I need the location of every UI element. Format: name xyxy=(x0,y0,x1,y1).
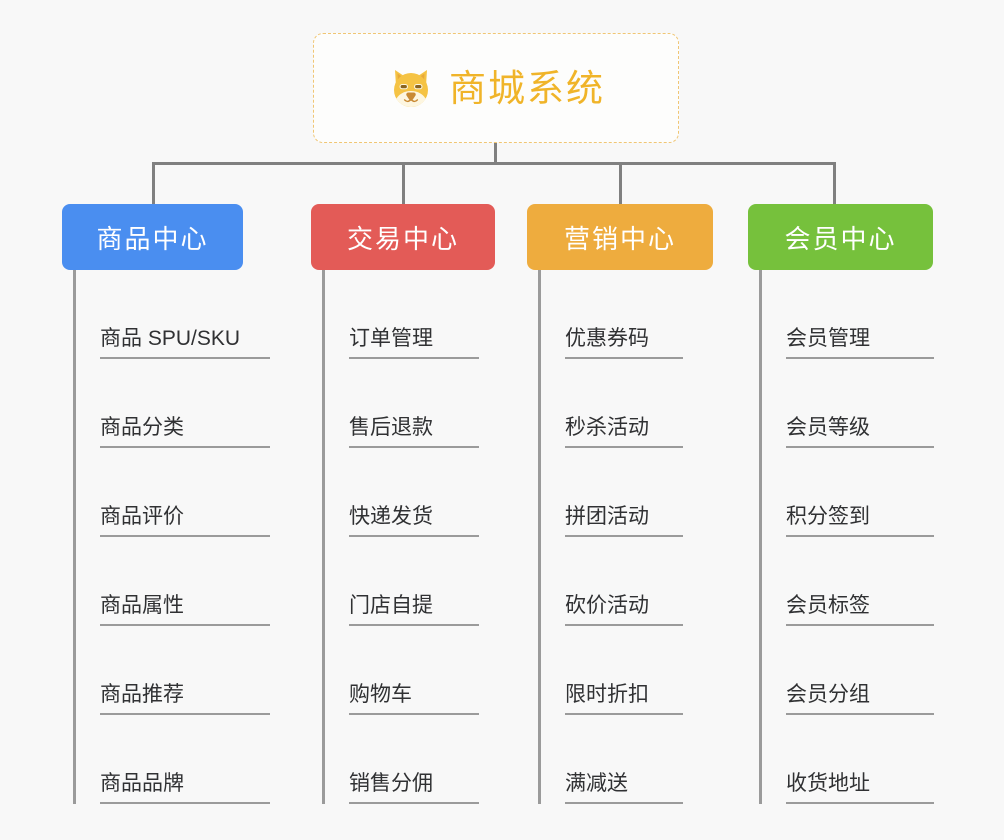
leaf-item[interactable]: 商品评价 xyxy=(62,448,298,537)
branch-market: 营销中心 优惠券码 秒杀活动 拼团活动 砍价活动 限时折扣 满减送 xyxy=(527,204,737,804)
leaf-label: 购物车 xyxy=(349,683,479,715)
leaf-item[interactable]: 会员等级 xyxy=(748,359,958,448)
shiba-inu-icon xyxy=(387,64,435,112)
leaf-label: 商品品牌 xyxy=(100,772,270,804)
connector-drop-member xyxy=(833,162,836,206)
leaf-item[interactable]: 收货地址 xyxy=(748,715,958,804)
branch-label-member: 会员中心 xyxy=(784,223,897,254)
leaf-item[interactable]: 优惠券码 xyxy=(527,270,737,359)
branch-label-products: 商品中心 xyxy=(96,223,209,254)
branch-header-products[interactable]: 商品中心 xyxy=(62,204,243,270)
root-node[interactable]: 商城系统 xyxy=(313,33,679,143)
leaf-list-products: 商品 SPU/SKU 商品分类 商品评价 商品属性 商品推荐 商品品牌 xyxy=(62,270,298,804)
leaf-item[interactable]: 拼团活动 xyxy=(527,448,737,537)
leaf-item[interactable]: 会员分组 xyxy=(748,626,958,715)
connector-drop-market xyxy=(619,162,622,206)
leaf-item[interactable]: 商品推荐 xyxy=(62,626,298,715)
leaf-label: 限时折扣 xyxy=(565,683,683,715)
leaf-label: 商品分类 xyxy=(100,416,270,448)
leaf-label: 会员等级 xyxy=(786,416,934,448)
branch-spine-trade xyxy=(322,270,325,804)
connector-horizontal-bar xyxy=(152,162,836,165)
leaf-item[interactable]: 商品 SPU/SKU xyxy=(62,270,298,359)
leaf-item[interactable]: 门店自提 xyxy=(311,537,521,626)
leaf-label: 收货地址 xyxy=(786,772,934,804)
connector-drop-products xyxy=(152,162,155,206)
leaf-label: 会员标签 xyxy=(786,594,934,626)
leaf-item[interactable]: 满减送 xyxy=(527,715,737,804)
leaf-item[interactable]: 积分签到 xyxy=(748,448,958,537)
leaf-label: 砍价活动 xyxy=(565,594,683,626)
branch-spine-member xyxy=(759,270,762,804)
leaf-item[interactable]: 会员管理 xyxy=(748,270,958,359)
leaf-item[interactable]: 销售分佣 xyxy=(311,715,521,804)
leaf-item[interactable]: 秒杀活动 xyxy=(527,359,737,448)
leaf-label: 商品评价 xyxy=(100,505,270,537)
branch-header-market[interactable]: 营销中心 xyxy=(527,204,713,270)
leaf-item[interactable]: 购物车 xyxy=(311,626,521,715)
leaf-label: 秒杀活动 xyxy=(565,416,683,448)
branch-trade: 交易中心 订单管理 售后退款 快递发货 门店自提 购物车 销售分佣 xyxy=(311,204,521,804)
leaf-label: 售后退款 xyxy=(349,416,479,448)
connector-drop-trade xyxy=(402,162,405,206)
branch-label-trade: 交易中心 xyxy=(346,223,459,254)
branch-header-trade[interactable]: 交易中心 xyxy=(311,204,495,270)
branch-products: 商品中心 商品 SPU/SKU 商品分类 商品评价 商品属性 商品推荐 商品品牌 xyxy=(62,204,298,804)
leaf-item[interactable]: 会员标签 xyxy=(748,537,958,626)
leaf-label: 会员分组 xyxy=(786,683,934,715)
leaf-item[interactable]: 商品分类 xyxy=(62,359,298,448)
root-title: 商城系统 xyxy=(449,67,605,109)
leaf-list-market: 优惠券码 秒杀活动 拼团活动 砍价活动 限时折扣 满减送 xyxy=(527,270,737,804)
leaf-item[interactable]: 商品属性 xyxy=(62,537,298,626)
leaf-label: 商品属性 xyxy=(100,594,270,626)
leaf-item[interactable]: 售后退款 xyxy=(311,359,521,448)
leaf-item[interactable]: 砍价活动 xyxy=(527,537,737,626)
leaf-label: 商品推荐 xyxy=(100,683,270,715)
branch-header-member[interactable]: 会员中心 xyxy=(748,204,933,270)
branch-member: 会员中心 会员管理 会员等级 积分签到 会员标签 会员分组 收货地址 xyxy=(748,204,958,804)
leaf-list-trade: 订单管理 售后退款 快递发货 门店自提 购物车 销售分佣 xyxy=(311,270,521,804)
leaf-label: 商品 SPU/SKU xyxy=(100,327,270,359)
leaf-label: 销售分佣 xyxy=(349,772,479,804)
connector-root-stem xyxy=(494,143,497,164)
leaf-label: 门店自提 xyxy=(349,594,479,626)
branch-spine-products xyxy=(73,270,76,804)
leaf-label: 拼团活动 xyxy=(565,505,683,537)
leaf-label: 快递发货 xyxy=(349,505,479,537)
leaf-label: 积分签到 xyxy=(786,505,934,537)
leaf-list-member: 会员管理 会员等级 积分签到 会员标签 会员分组 收货地址 xyxy=(748,270,958,804)
leaf-item[interactable]: 快递发货 xyxy=(311,448,521,537)
leaf-label: 订单管理 xyxy=(349,327,479,359)
leaf-item[interactable]: 商品品牌 xyxy=(62,715,298,804)
leaf-label: 会员管理 xyxy=(786,327,934,359)
leaf-item[interactable]: 订单管理 xyxy=(311,270,521,359)
branch-spine-market xyxy=(538,270,541,804)
branch-label-market: 营销中心 xyxy=(563,223,676,254)
leaf-item[interactable]: 限时折扣 xyxy=(527,626,737,715)
leaf-label: 优惠券码 xyxy=(565,327,683,359)
leaf-label: 满减送 xyxy=(565,772,683,804)
